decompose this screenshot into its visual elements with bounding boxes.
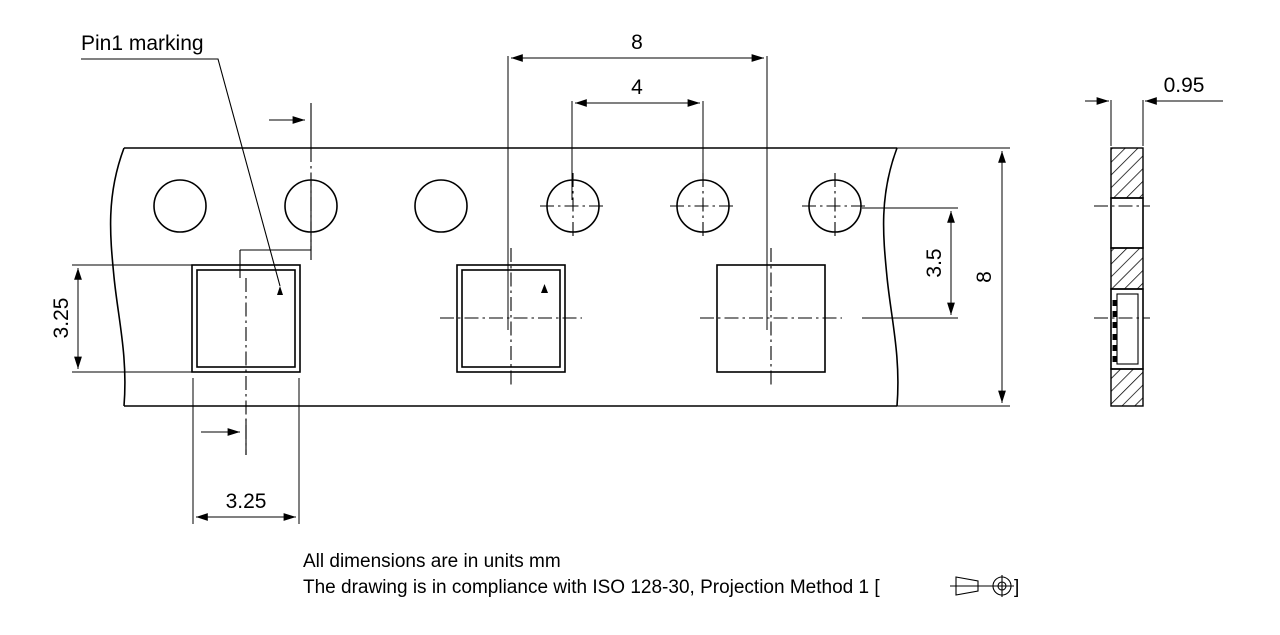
pin1-triangle-icon (541, 284, 548, 293)
pin1-triangle-icon (277, 286, 283, 295)
section-lead-mark (1112, 322, 1117, 328)
dim-value-top-8: 8 (631, 31, 643, 54)
projection-cone (955, 576, 979, 596)
component-pocket-inner (461, 269, 561, 368)
tape-right-break-line (882, 147, 899, 407)
dimension-top-4: 4 (571, 76, 704, 200)
pin1-marking-callout: Pin1 marking (81, 32, 312, 287)
reference-arrow-bottom (201, 419, 247, 455)
cross-section-view: 0.95 (1085, 74, 1223, 407)
section-hatched-block-bottom (1110, 368, 1144, 407)
dimension-bottom-3-25: 3.25 (192, 378, 300, 524)
dim-value-right-3-5: 3.5 (923, 248, 946, 277)
section-lead-mark (1112, 300, 1117, 306)
section-hatched-block-mid (1110, 247, 1144, 290)
reference-arrow-top (269, 103, 312, 262)
note-line-2-suffix: ] (1014, 577, 1019, 598)
section-hatched-block-top (1110, 147, 1144, 199)
notes-block: All dimensions are in units mm The drawi… (303, 551, 1019, 598)
sprocket-hole (153, 179, 207, 233)
dim-value-top-4: 4 (631, 76, 643, 99)
dim-value-right-8: 8 (973, 271, 996, 283)
tape-left-break-line (109, 147, 126, 407)
dim-value-left-3-25: 3.25 (50, 298, 73, 339)
dimension-top-8: 8 (507, 31, 768, 330)
note-line-1: All dimensions are in units mm (303, 551, 561, 572)
pin1-pocket-link-line (240, 180, 312, 251)
first-angle-projection-icon (950, 575, 1014, 597)
section-pocket-inner (1116, 293, 1139, 365)
dim-value-bottom-3-25: 3.25 (226, 490, 267, 513)
note-line-2: The drawing is in compliance with ISO 12… (303, 577, 880, 598)
component-pocket-inner (196, 269, 296, 368)
section-lead-mark (1112, 311, 1117, 317)
pin1-leader-line (81, 58, 281, 287)
section-lead-mark (1112, 334, 1117, 340)
section-lead-mark (1112, 345, 1117, 351)
dimension-right-8: 8 (893, 147, 1010, 407)
section-lead-mark (1112, 356, 1117, 362)
dimension-left-3-25: 3.25 (50, 264, 196, 373)
sprocket-hole (414, 179, 468, 233)
dim-value-thickness-0-95: 0.95 (1164, 74, 1205, 97)
pin1-marking-label: Pin1 marking (81, 32, 204, 55)
carrier-tape-plan-view (109, 147, 899, 455)
dimension-right-3-5: 3.5 (862, 207, 958, 319)
